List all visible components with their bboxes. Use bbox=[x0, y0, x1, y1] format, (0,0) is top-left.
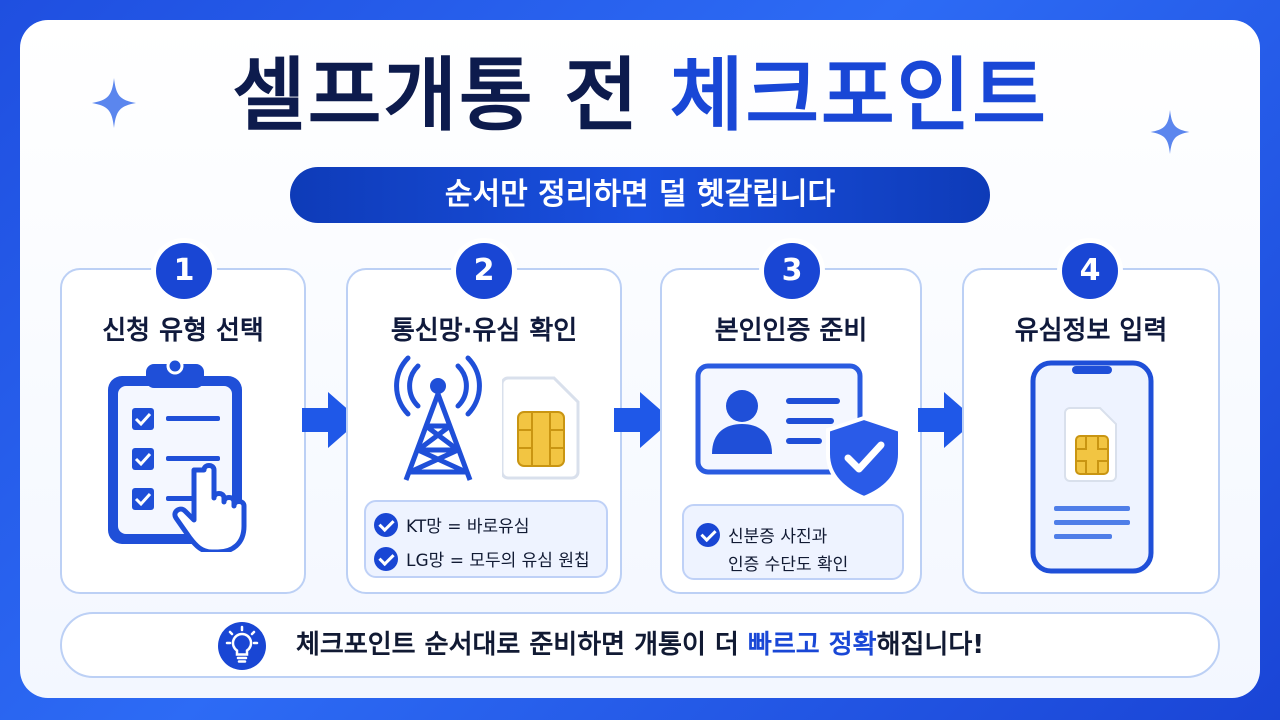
sparkle-icon-left bbox=[92, 78, 136, 128]
smartphone-sim-icon bbox=[1030, 360, 1154, 574]
step-title-1: 신청 유형 선택 bbox=[102, 316, 264, 346]
sim-card-icon bbox=[502, 376, 580, 480]
note-row: 신분증 사진과 bbox=[696, 522, 827, 547]
arrow-right-icon-2 bbox=[614, 392, 672, 448]
footer-highlight: 빠르고 정확 bbox=[747, 630, 877, 660]
cell-tower-icon bbox=[394, 355, 482, 481]
note-row: 인증 수단도 확인 bbox=[728, 550, 848, 575]
lightbulb-icon bbox=[218, 622, 266, 670]
note-text: 신분증 사진과 bbox=[728, 527, 828, 547]
note-text: LG망 = 모두의 유심 원칩 bbox=[406, 551, 590, 571]
footer-text-after: 해집니다! bbox=[876, 630, 985, 660]
sparkle-icon-right bbox=[1150, 110, 1190, 154]
step-title-4: 유심정보 입력 bbox=[1014, 316, 1168, 346]
step-2-notes bbox=[364, 500, 608, 578]
step-number-3: 3 bbox=[764, 243, 820, 299]
step-card-4: 유심정보 입력 bbox=[962, 268, 1220, 594]
step-card-1: 신청 유형 선택 bbox=[60, 268, 306, 594]
footer-banner: 체크포인트 순서대로 준비하면 개통이 더 빠르고 정확해집니다! bbox=[60, 612, 1220, 678]
note-text: 인증 수단도 확인 bbox=[728, 555, 849, 575]
footer-message: 체크포인트 순서대로 준비하면 개통이 더 빠르고 정확해집니다! bbox=[296, 614, 984, 676]
arrow-right-icon-3 bbox=[918, 392, 976, 448]
title-accent: 체크포인트 bbox=[669, 49, 1048, 142]
page-title: 셀프개통 전 체크포인트 bbox=[0, 46, 1280, 146]
step-title-3: 본인인증 준비 bbox=[714, 316, 868, 346]
step-card-2: 통신망·유심 확인 KT망 = 바로유심 LG망 = 모두의 유심 원칩 bbox=[346, 268, 622, 594]
id-card-shield-icon bbox=[695, 363, 902, 501]
step-card-3: 본인인증 준비 신분증 사진과 인증 수단도 확인 bbox=[660, 268, 922, 594]
check-circle-icon bbox=[374, 512, 398, 537]
note-row: KT망 = 바로유심 bbox=[374, 512, 529, 537]
step-number-2: 2 bbox=[456, 243, 512, 299]
step-title-2: 통신망·유심 확인 bbox=[390, 316, 578, 346]
step-3-notes bbox=[682, 504, 904, 580]
step-number-1: 1 bbox=[156, 243, 212, 299]
subtitle-banner: 순서만 정리하면 덜 헷갈립니다 bbox=[290, 167, 990, 223]
lightbulb-glyph bbox=[225, 625, 259, 663]
note-row: LG망 = 모두의 유심 원칩 bbox=[374, 546, 590, 571]
check-circle-icon bbox=[374, 546, 398, 571]
footer-text-before: 체크포인트 순서대로 준비하면 개통이 더 bbox=[296, 630, 748, 660]
check-circle-icon bbox=[696, 522, 720, 547]
note-text: KT망 = 바로유심 bbox=[406, 517, 530, 537]
title-main: 셀프개통 전 bbox=[232, 49, 670, 142]
arrow-right-icon-1 bbox=[302, 392, 360, 448]
clipboard-checklist-icon bbox=[108, 357, 247, 552]
step-number-4: 4 bbox=[1062, 243, 1118, 299]
